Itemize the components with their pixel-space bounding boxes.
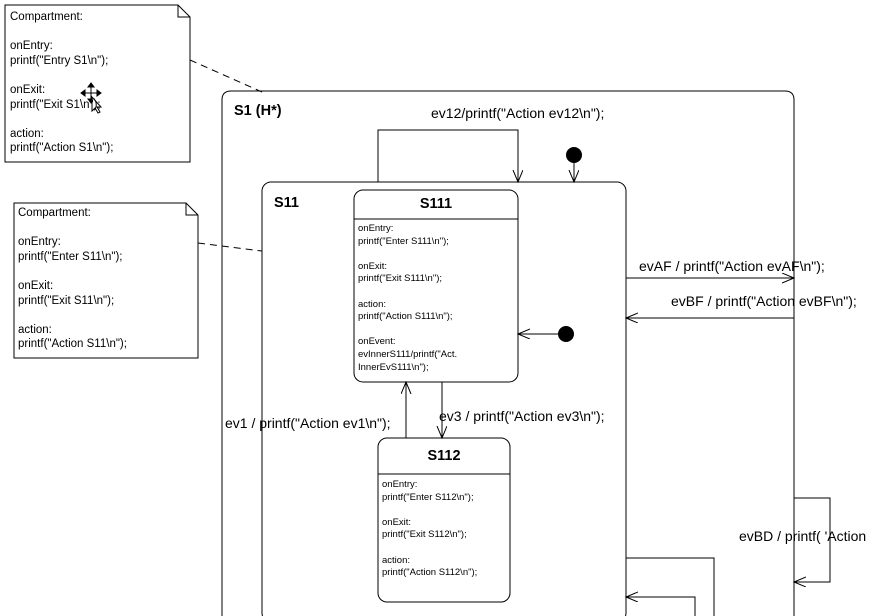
state-s111-title: S111 bbox=[419, 196, 453, 212]
state-s112-body: onEntry: printf("Enter S112\n"); onExit:… bbox=[382, 479, 478, 579]
transition-ev12-label: ev12/printf("Action ev12\n"); bbox=[431, 105, 605, 121]
transition-ev12[interactable] bbox=[377, 129, 518, 182]
state-s1-title: S1 (H*) bbox=[234, 103, 282, 119]
transition-evAF-label: evAF / printf("Action evAF\n"); bbox=[639, 258, 825, 274]
transition-evBD-label: evBD / printf( 'Action bbox=[739, 528, 867, 544]
note-s1-text: Compartment: onEntry: printf("Entry S1\n… bbox=[10, 11, 114, 155]
note-s1-fold bbox=[177, 5, 190, 18]
state-s112-title: S112 bbox=[427, 448, 461, 464]
note-s1-shape[interactable] bbox=[4, 4, 191, 163]
transition-evBD[interactable] bbox=[794, 497, 831, 582]
state-s11[interactable] bbox=[261, 181, 627, 616]
transition-ev3-label: ev3 / printf("Action ev3\n"); bbox=[439, 408, 605, 424]
state-s111-body: onEntry: printf("Enter S111\n"); onExit:… bbox=[358, 223, 458, 373]
note-s11-text: Compartment: onEntry: printf("Enter S11\… bbox=[18, 207, 127, 351]
transition-ev1-label: ev1 / printf("Action ev1\n"); bbox=[225, 415, 391, 431]
note-s11-link bbox=[197, 242, 263, 252]
transition-evBF-label: evBF / printf("Action evBF\n"); bbox=[671, 293, 857, 309]
state-s1[interactable] bbox=[221, 90, 795, 616]
transition-bottom-1[interactable] bbox=[626, 557, 715, 616]
note-s11-shape[interactable] bbox=[13, 202, 199, 359]
move-cursor-icon bbox=[80, 82, 103, 114]
initial-state-s11 bbox=[558, 326, 574, 342]
transition-bottom-2[interactable] bbox=[626, 597, 696, 616]
initial-state-s1 bbox=[566, 147, 582, 163]
note-s1-link bbox=[189, 59, 263, 93]
note-s11-fold bbox=[185, 203, 198, 216]
state-s111[interactable] bbox=[353, 189, 519, 383]
state-s11-title: S11 bbox=[274, 195, 299, 211]
